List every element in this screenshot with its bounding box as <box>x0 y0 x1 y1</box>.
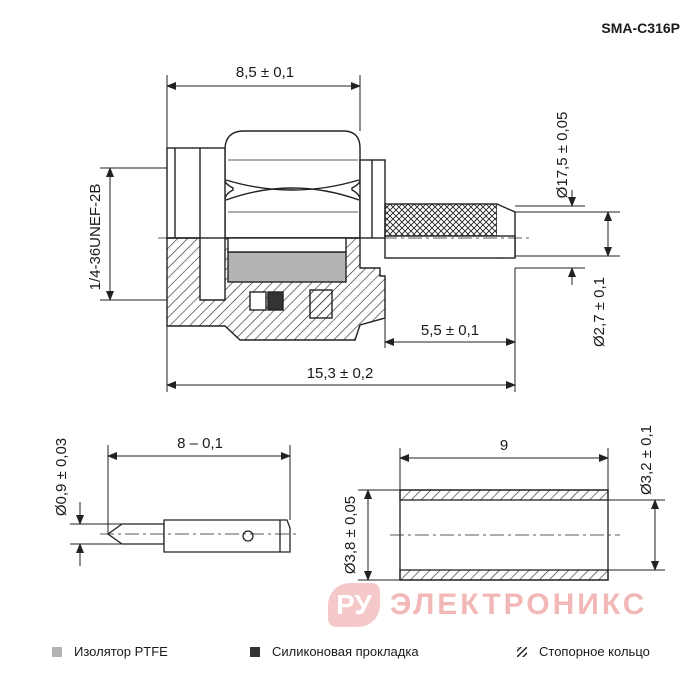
dim-pin-length: 8 – 0,1 <box>177 435 223 452</box>
solid-dark-square-icon <box>250 646 260 657</box>
dim-total-length: 15,3 ± 0,2 <box>307 365 374 382</box>
dim-thread: 1/4-36UNEF-2B <box>87 184 104 291</box>
legend-label: Силиконовая прокладка <box>272 644 419 659</box>
watermark: РУ ЭЛЕКТРОНИКС <box>328 583 647 627</box>
watermark-logo: РУ <box>328 583 380 627</box>
sleeve-dimension-lines <box>358 448 665 581</box>
watermark-text: ЭЛЕКТРОНИКС <box>390 588 648 621</box>
dim-sleeve-inner: Ø3,8 ± 0,05 <box>342 496 359 574</box>
connector-side-view <box>158 130 530 341</box>
main-dimension-lines <box>100 75 620 392</box>
dim-diameter-top: Ø17,5 ± 0,05 <box>554 112 571 199</box>
legend-label: Изолятор PTFE <box>74 644 168 659</box>
pin-dimension-lines <box>70 445 291 566</box>
solid-light-gray-square-icon <box>52 646 62 657</box>
dim-body-length: 8,5 ± 0,1 <box>236 64 294 81</box>
legend: Изолятор PTFE Силиконовая прокладка Стоп… <box>0 644 700 666</box>
model-title: SMA-C316P <box>601 20 680 36</box>
ptfe-insulator <box>227 251 347 283</box>
legend-item-ptfe: Изолятор PTFE <box>52 644 168 659</box>
legend-label: Стопорное кольцо <box>539 644 650 659</box>
dim-sleeve-length: 9 <box>500 437 508 454</box>
centre-pin <box>100 519 300 553</box>
hatched-square-icon <box>517 646 527 657</box>
dim-sleeve-outer: Ø3,2 ± 0,1 <box>638 425 655 495</box>
dim-crimp-length: 5,5 ± 0,1 <box>421 322 479 339</box>
hex-nut <box>224 130 361 239</box>
front-body <box>166 147 226 239</box>
dim-diameter-crimp: Ø2,7 ± 0,1 <box>591 277 608 347</box>
silicone-gasket <box>267 291 284 311</box>
legend-item-gasket: Силиконовая прокладка <box>250 644 419 659</box>
legend-item-ring: Стопорное кольцо <box>517 644 650 659</box>
dim-pin-diameter: Ø0,9 ± 0,03 <box>53 438 70 516</box>
crimp-sleeve <box>390 489 620 581</box>
retaining-ring <box>309 289 333 319</box>
knurled-crimp <box>384 203 498 237</box>
